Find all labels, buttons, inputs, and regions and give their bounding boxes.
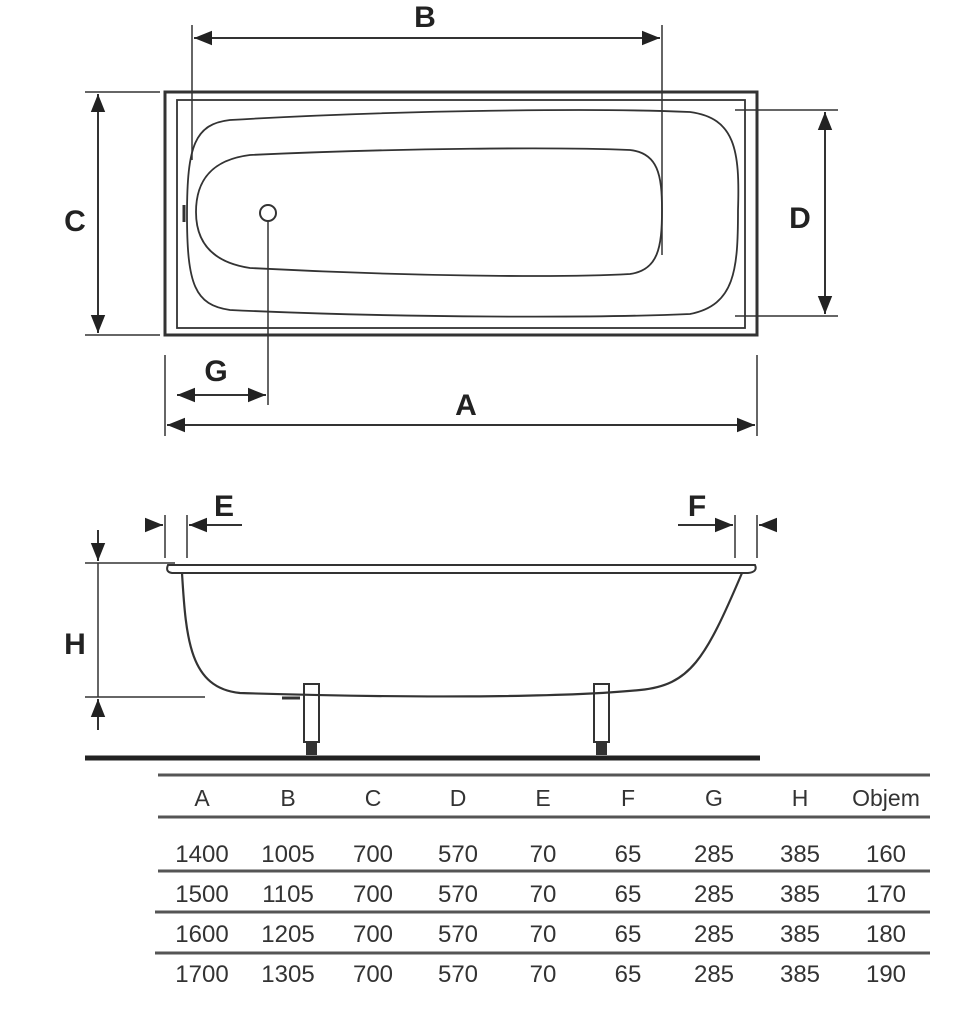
table-cell: 285 — [694, 881, 734, 908]
table-cell: 385 — [780, 881, 820, 908]
table-cell: 70 — [530, 881, 557, 908]
table-header-cell: Objem — [852, 785, 920, 811]
table-cell: 570 — [438, 921, 478, 948]
table-cell: 385 — [780, 961, 820, 988]
table-cell: 285 — [694, 841, 734, 868]
table-cell: 65 — [615, 921, 642, 948]
table-rules — [155, 773, 930, 955]
table-cell: 700 — [353, 881, 393, 908]
table-cell: 700 — [353, 921, 393, 948]
table-cell: 700 — [353, 841, 393, 868]
side-view — [166, 564, 757, 755]
label-a: A — [455, 389, 477, 422]
table-header-cell: C — [365, 785, 382, 811]
table-cell: 70 — [530, 961, 557, 988]
table-cell: 385 — [780, 921, 820, 948]
table-header-cell: H — [792, 785, 809, 811]
table-cell: 1700 — [175, 961, 228, 988]
table-cell: 1600 — [175, 921, 228, 948]
table-cell: 1205 — [261, 921, 314, 948]
table-cell: 70 — [530, 921, 557, 948]
table-cell: 570 — [438, 841, 478, 868]
table-cell: 1500 — [175, 881, 228, 908]
top-view — [163, 90, 759, 337]
label-c: C — [64, 205, 86, 238]
table-cell: 70 — [530, 841, 557, 868]
label-b: B — [414, 1, 436, 34]
table-cell: 1005 — [261, 841, 314, 868]
table-header-cell: A — [194, 785, 210, 811]
table-cell: 700 — [353, 961, 393, 988]
table-header-cell: B — [280, 785, 295, 811]
table-cell: 385 — [780, 841, 820, 868]
table-cell: 65 — [615, 841, 642, 868]
label-e: E — [214, 490, 234, 523]
label-f: F — [688, 490, 706, 523]
table-cell: 1305 — [261, 961, 314, 988]
table-cell: 1400 — [175, 841, 228, 868]
table-header-cell: F — [621, 785, 635, 811]
table-cell: 285 — [694, 961, 734, 988]
label-h: H — [64, 628, 86, 661]
label-d: D — [789, 202, 811, 235]
table-cell: 65 — [615, 881, 642, 908]
table-header-cell: G — [705, 785, 723, 811]
table-cell: 170 — [866, 881, 906, 908]
table-header-cell: E — [535, 785, 550, 811]
table-cell: 180 — [866, 921, 906, 948]
table-cell: 160 — [866, 841, 906, 868]
label-g: G — [204, 355, 227, 388]
table-header-cell: D — [450, 785, 467, 811]
table-cell: 65 — [615, 961, 642, 988]
table-cell: 570 — [438, 961, 478, 988]
table-cell: 570 — [438, 881, 478, 908]
table-cell: 190 — [866, 961, 906, 988]
drain-icon — [259, 204, 277, 222]
table-cell: 285 — [694, 921, 734, 948]
table-cell: 1105 — [262, 881, 314, 908]
dimensions-table: A B C D E F G H Objem 1400 1005 700 570 70 65 285 385 160… — [175, 785, 920, 988]
